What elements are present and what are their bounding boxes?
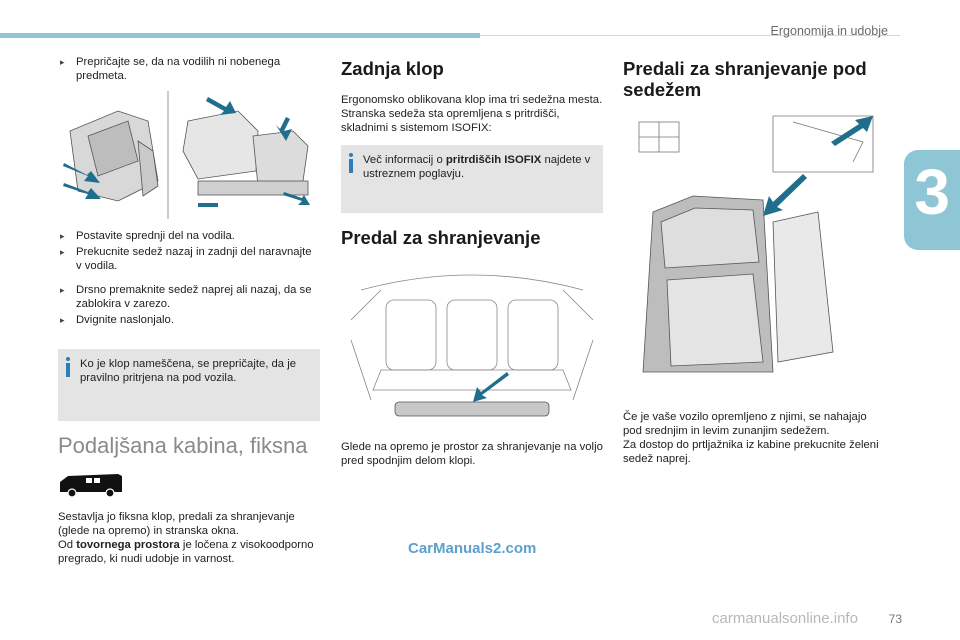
under-seat-drawer-illustration [623, 112, 885, 396]
header-accent-bar [0, 33, 480, 38]
rear-bench-heading: Zadnja klop [341, 58, 444, 79]
column-left: Prepričajte se, da na vodilih ni nobeneg… [58, 55, 320, 566]
bullet-item: Prepričajte se, da na vodilih ni nobeneg… [58, 55, 320, 83]
cabin-text: Sestavlja jo fiksna klop, predali za shr… [58, 511, 295, 537]
chapter-title: Ergonomija in udobje [770, 24, 888, 38]
bullet-item: Prekucnite sedež nazaj in zadnji del nar… [58, 245, 320, 273]
under-seat-text: Če je vaše vozilo opremljeno z njimi, se… [623, 411, 867, 437]
column-middle: Zadnja klop Ergonomsko oblikovana klop i… [341, 55, 603, 468]
info-icon [347, 153, 355, 175]
page-number: 73 [888, 612, 902, 626]
cabin-heading: Podaljšana kabina, fiksna [58, 433, 308, 458]
header-rule [480, 35, 900, 36]
chapter-number: 3 [914, 156, 950, 228]
cabin-text-2: Od tovornega prostora je ločena z visoko… [58, 539, 314, 565]
isofix-note: Več informacij o pritrdiščih ISOFIX najd… [341, 145, 603, 213]
bench-storage-illustration [341, 260, 603, 430]
info-note: Ko je klop nameščena, se prepričajte, da… [58, 349, 320, 421]
rear-bench-text: Ergonomsko oblikovana klop ima tri sedež… [341, 94, 603, 106]
note-text: Več informacij o pritrdiščih ISOFIX najd… [363, 154, 591, 180]
seat-rails-illustration [58, 91, 320, 219]
bullet-item: Drsno premaknite sedež naprej ali nazaj,… [58, 283, 320, 311]
bullet-item: Postavite sprednji del na vodila. [58, 229, 320, 243]
under-seat-text-2: Za dostop do prtljažnika iz kabine preku… [623, 439, 879, 465]
note-text: Ko je klop nameščena, se prepričajte, da… [80, 358, 297, 384]
rear-bench-text-2: Stranska sedeža sta opremljena s pritrdi… [341, 108, 560, 134]
van-icon [60, 474, 122, 498]
info-icon [64, 357, 72, 379]
storage-heading: Predal za shranjevanje [341, 227, 541, 248]
under-seat-heading: Predali za shranjevanje pod sedežem [623, 58, 867, 100]
chapter-tab [904, 150, 960, 250]
storage-text: Glede na opremo je prostor za shranjevan… [341, 441, 603, 467]
bullet-item: Dvignite naslonjalo. [58, 313, 320, 327]
watermark: carmanualsonline.info [712, 610, 858, 627]
column-right: Predali za shranjevanje pod sedežem Če j… [623, 55, 885, 466]
watermark: CarManuals2.com [408, 540, 537, 557]
